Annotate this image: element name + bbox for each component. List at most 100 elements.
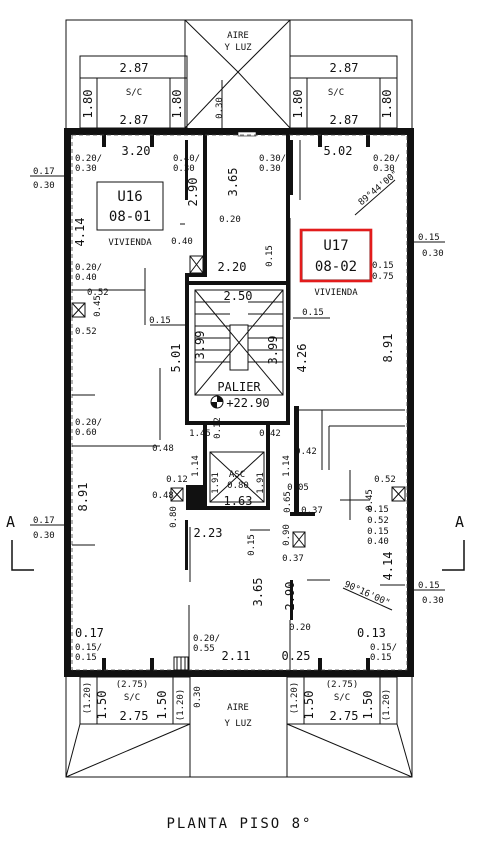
svg-text:0.20/: 0.20/: [373, 154, 400, 164]
svg-text:0.80: 0.80: [169, 506, 179, 528]
svg-text:0.15: 0.15: [372, 261, 394, 271]
svg-text:0.20/: 0.20/: [75, 263, 102, 273]
svg-text:0.20/: 0.20/: [75, 418, 102, 428]
svg-text:0.30/: 0.30/: [259, 154, 286, 164]
svg-text:0.30: 0.30: [33, 531, 55, 541]
svg-text:5.01: 5.01: [169, 344, 183, 373]
svg-text:0.48: 0.48: [152, 444, 174, 454]
svg-text:2.75: 2.75: [330, 709, 359, 723]
svg-text:0.40: 0.40: [171, 237, 193, 247]
svg-text:0.40: 0.40: [367, 537, 389, 547]
svg-text:0.65: 0.65: [283, 491, 293, 513]
svg-text:(1.20): (1.20): [382, 689, 392, 722]
svg-text:0.30: 0.30: [259, 164, 281, 174]
svg-text:S/C: S/C: [126, 88, 142, 98]
svg-text:0.30: 0.30: [75, 164, 97, 174]
svg-text:1.45: 1.45: [189, 429, 211, 439]
svg-text:0.15: 0.15: [418, 233, 440, 243]
svg-text:4.14: 4.14: [73, 218, 87, 247]
svg-text:0.15: 0.15: [149, 316, 171, 326]
section-mark-left: [11, 540, 34, 571]
svg-text:3.99: 3.99: [266, 336, 280, 365]
svg-text:1.14: 1.14: [282, 455, 292, 477]
svg-text:1.14: 1.14: [191, 455, 201, 477]
svg-text:1.80: 1.80: [81, 90, 95, 119]
svg-text:0.37: 0.37: [301, 506, 323, 516]
svg-text:2.50: 2.50: [224, 289, 253, 303]
svg-text:S/C: S/C: [328, 88, 344, 98]
svg-text:1.91: 1.91: [256, 472, 266, 494]
svg-text:2.87: 2.87: [330, 61, 359, 75]
svg-text:0.30: 0.30: [193, 686, 203, 708]
svg-text:1.80: 1.80: [170, 90, 184, 119]
svg-text:2.90: 2.90: [186, 178, 200, 207]
svg-text:0.42: 0.42: [295, 447, 317, 457]
unit-u17-highlight: [299, 228, 373, 283]
top-courtyard: [184, 19, 291, 129]
svg-text:0.12: 0.12: [166, 475, 188, 485]
svg-text:0.30: 0.30: [173, 164, 195, 174]
top-patio-label-1: AIRE: [227, 31, 249, 41]
unit-u17-code[interactable]: U17: [323, 238, 348, 254]
bottom-courtyard: [65, 677, 413, 778]
svg-text:0.30: 0.30: [422, 596, 444, 606]
svg-text:8.91: 8.91: [76, 483, 90, 512]
section-label-left: A: [6, 513, 15, 531]
svg-text:0.12: 0.12: [213, 417, 223, 439]
svg-text:0.20/: 0.20/: [75, 154, 102, 164]
svg-text:0.05: 0.05: [287, 483, 309, 493]
dashed-outline: [71, 134, 408, 671]
bottom-patio-label-2: Y LUZ: [224, 719, 252, 729]
svg-text:0.15: 0.15: [370, 653, 392, 663]
svg-text:2.75: 2.75: [120, 709, 149, 723]
svg-text:0.20: 0.20: [289, 623, 311, 633]
svg-text:0.45: 0.45: [93, 295, 103, 317]
svg-text:1.50: 1.50: [95, 691, 109, 720]
svg-text:0.20/: 0.20/: [193, 634, 220, 644]
svg-text:S/C: S/C: [124, 693, 140, 703]
unit-u16-code[interactable]: U16: [117, 189, 142, 205]
svg-text:8.91: 8.91: [381, 334, 395, 363]
section-label-right: A: [455, 513, 464, 531]
svg-text:1.80: 1.80: [380, 90, 394, 119]
svg-text:2.87: 2.87: [120, 113, 149, 127]
svg-text:0.40: 0.40: [75, 273, 97, 283]
svg-text:0.30: 0.30: [33, 181, 55, 191]
unit-u17-number[interactable]: 08-02: [315, 259, 357, 275]
svg-text:0.52: 0.52: [374, 475, 396, 485]
svg-text:0.30: 0.30: [373, 164, 395, 174]
svg-text:3.65: 3.65: [226, 168, 240, 197]
bottom-patio-label-1: AIRE: [227, 703, 249, 713]
svg-text:0.30: 0.30: [215, 97, 225, 119]
unit-u16-number[interactable]: 08-01: [109, 209, 151, 225]
svg-text:2.87: 2.87: [330, 113, 359, 127]
svg-text:0.40/: 0.40/: [173, 154, 200, 164]
svg-text:3.20: 3.20: [122, 144, 151, 158]
staircase: [194, 289, 284, 396]
service-shafts: [71, 255, 406, 548]
svg-text:0.20: 0.20: [219, 215, 241, 225]
svg-text:0.15: 0.15: [367, 527, 389, 537]
svg-text:1.63: 1.63: [224, 494, 253, 508]
svg-text:0.80: 0.80: [227, 481, 249, 491]
svg-text:5.02: 5.02: [324, 144, 353, 158]
svg-text:3.99: 3.99: [193, 331, 207, 360]
svg-text:0.48: 0.48: [152, 491, 174, 501]
svg-text:1.80: 1.80: [291, 90, 305, 119]
svg-text:0.30: 0.30: [422, 249, 444, 259]
svg-text:0.17: 0.17: [33, 516, 55, 526]
svg-text:0.42: 0.42: [259, 429, 281, 439]
svg-text:0.15: 0.15: [367, 505, 389, 515]
svg-text:2.90: 2.90: [283, 582, 297, 611]
elevator-label: ASC: [229, 470, 245, 480]
svg-text:0.15: 0.15: [302, 308, 324, 318]
svg-text:0.13: 0.13: [357, 626, 386, 640]
svg-text:1.50: 1.50: [155, 691, 169, 720]
svg-text:1.50: 1.50: [302, 691, 316, 720]
svg-text:0.15: 0.15: [418, 581, 440, 591]
svg-text:(1.20): (1.20): [290, 682, 300, 715]
svg-text:0.17: 0.17: [33, 167, 55, 177]
plan-title: PLANTA PISO 8°: [166, 816, 313, 832]
svg-text:2.20: 2.20: [218, 260, 247, 274]
